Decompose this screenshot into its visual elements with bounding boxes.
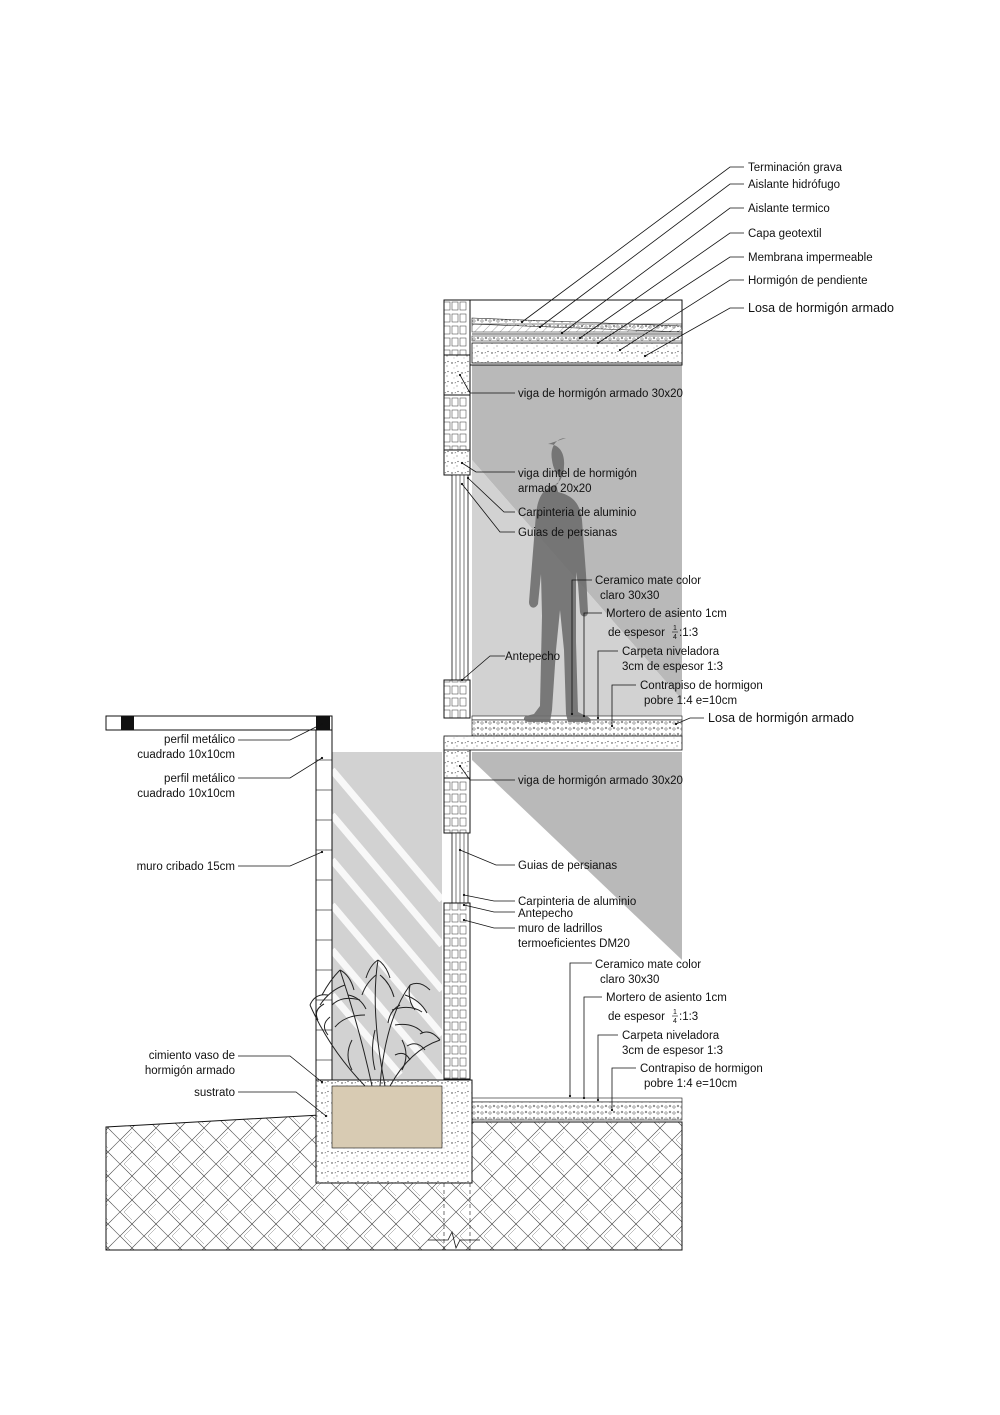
label-antepecho-superior: Antepecho xyxy=(505,651,560,663)
label-carpinteria-superior: Carpinteria de aluminio xyxy=(518,507,636,519)
steel-profile-right xyxy=(316,716,330,730)
label-contrapiso-superior-2: pobre 1:4 e=10cm xyxy=(644,695,737,707)
label-membrana-impermeable: Membrana impermeable xyxy=(748,252,873,264)
roof-assembly xyxy=(469,299,683,366)
label-perfil-2a: perfil metálico xyxy=(164,773,235,785)
label-viga-dintel-2: armado 20x20 xyxy=(518,483,592,495)
label-perfil-1b: cuadrado 10x10cm xyxy=(137,749,235,761)
label-perfil-1a: perfil metálico xyxy=(164,734,235,746)
label-mortero-inferior-3: :1:3 xyxy=(679,1011,698,1023)
middle-slab xyxy=(443,715,683,751)
label-mortero-inferior-frac-den: 4 xyxy=(673,1018,677,1025)
label-aislante-hidrofugo: Aislante hidrófugo xyxy=(748,179,840,191)
label-viga-superior: viga de hormigón armado 30x20 xyxy=(518,388,683,400)
label-carpeta-inferior-1: Carpeta niveladora xyxy=(622,1030,720,1042)
label-guias-inferior: Guias de persianas xyxy=(518,860,617,872)
label-viga-media: viga de hormigón armado 30x20 xyxy=(518,775,683,787)
leader-lines xyxy=(238,166,744,1118)
annotation-labels: Terminación grava Aislante hidrófugo Ais… xyxy=(137,162,894,1099)
label-cimiento-2: hormigón armado xyxy=(145,1065,235,1077)
label-ceramico-superior-2: claro 30x30 xyxy=(600,590,659,602)
label-muro-ladrillos-1: muro de ladrillos xyxy=(518,923,603,935)
label-contrapiso-inferior-2: pobre 1:4 e=10cm xyxy=(644,1078,737,1090)
label-viga-dintel-1: viga dintel de hormigón xyxy=(518,468,637,480)
label-mortero-inferior-1: Mortero de asiento 1cm xyxy=(606,992,727,1004)
label-guias-superior: Guias de persianas xyxy=(518,527,617,539)
label-losa-superior: Losa de hormigón armado xyxy=(748,301,894,315)
shadow-lower-room xyxy=(472,752,682,960)
shadow-courtyard xyxy=(332,752,442,1085)
shadow-upper-room-light xyxy=(472,460,682,716)
label-mortero-superior-1: Mortero de asiento 1cm xyxy=(606,608,727,620)
beam-upper xyxy=(443,354,471,396)
pergola xyxy=(105,715,333,731)
steel-profile-left xyxy=(121,716,134,730)
label-mortero-superior-3: :1:3 xyxy=(679,627,698,639)
label-mortero-superior-2: de espesor xyxy=(608,627,665,639)
label-mortero-superior-frac-den: 4 xyxy=(673,634,677,641)
label-mortero-superior-frac-num: 1 xyxy=(673,625,677,632)
label-sustrato: sustrato xyxy=(194,1087,235,1099)
label-carpeta-superior-2: 3cm de espesor 1:3 xyxy=(622,661,723,673)
label-aislante-termico: Aislante termico xyxy=(748,203,830,215)
foundation-vessel xyxy=(315,1079,480,1250)
ground-floor xyxy=(471,1097,683,1121)
label-carpinteria-inferior: Carpinteria de aluminio xyxy=(518,896,636,908)
label-ceramico-inferior-1: Ceramico mate color xyxy=(595,959,701,971)
label-contrapiso-inferior-1: Contrapiso de hormigon xyxy=(640,1063,763,1075)
label-contrapiso-superior-1: Contrapiso de hormigon xyxy=(640,680,763,692)
label-antepecho-inferior: Antepecho xyxy=(518,908,573,920)
label-ceramico-superior-1: Ceramico mate color xyxy=(595,575,701,587)
main-wall xyxy=(443,299,471,1080)
label-perfil-2b: cuadrado 10x10cm xyxy=(137,788,235,800)
label-carpeta-inferior-2: 3cm de espesor 1:3 xyxy=(622,1045,723,1057)
label-mortero-inferior-frac-num: 1 xyxy=(673,1009,677,1016)
substrate-fill xyxy=(331,1085,443,1149)
label-ceramico-inferior-2: claro 30x30 xyxy=(600,974,659,986)
label-muro-ladrillos-2: termoeficientes DM20 xyxy=(518,938,630,950)
label-capa-geotextil: Capa geotextil xyxy=(748,228,822,240)
plant-illustration xyxy=(309,959,441,1087)
label-cimiento-1: cimiento vaso de xyxy=(149,1050,235,1062)
label-losa-media: Losa de hormigón armado xyxy=(708,711,854,725)
label-terminacion-grava: Terminación grava xyxy=(748,162,843,174)
label-hormigon-pendiente: Hormigón de pendiente xyxy=(748,275,868,287)
person-silhouette xyxy=(523,438,591,722)
lintel-beam xyxy=(443,449,471,476)
label-carpeta-superior-1: Carpeta niveladora xyxy=(622,646,720,658)
label-muro-cribado: muro cribado 15cm xyxy=(137,861,235,873)
label-mortero-inferior-2: de espesor xyxy=(608,1011,665,1023)
